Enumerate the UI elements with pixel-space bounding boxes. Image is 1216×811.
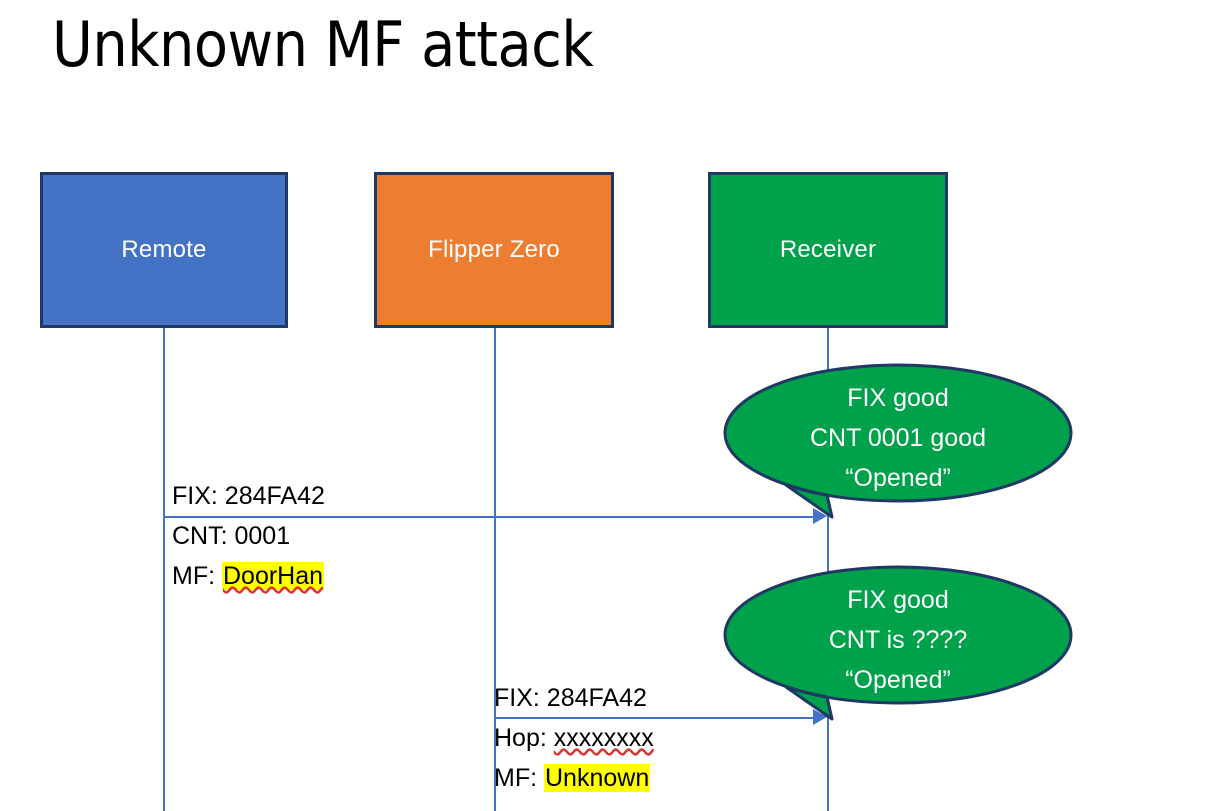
lifeline-receiver xyxy=(827,328,829,811)
message-label-flipper-to-receiver: FIX: 284FA42 Hop: xxxxxxxx MF: Unknown xyxy=(494,678,654,798)
actor-box-flipper-zero[interactable]: Flipper Zero xyxy=(374,172,614,328)
message-line: FIX: 284FA42 xyxy=(494,678,654,718)
callout-shape xyxy=(723,363,1073,519)
message-line-label: CNT: xyxy=(172,522,235,550)
message-line: CNT: 0001 xyxy=(172,516,325,556)
message-line-value: 0001 xyxy=(234,522,291,550)
lifeline-flipper-zero xyxy=(494,328,496,811)
message-line-value: 284FA42 xyxy=(546,684,647,712)
message-line: MF: DoorHan xyxy=(172,556,325,596)
message-line-value: 284FA42 xyxy=(224,482,325,510)
callout-shape xyxy=(723,565,1073,721)
callout-bubble-receiver-first[interactable]: FIX good CNT 0001 good “Opened” xyxy=(723,363,1073,519)
actor-box-remote[interactable]: Remote xyxy=(40,172,288,328)
message-line-value-misspelled: xxxxxxxx xyxy=(553,724,654,752)
message-arrow-remote-to-receiver xyxy=(163,516,817,518)
message-line-value-highlighted: Unknown xyxy=(544,764,651,792)
actor-label-remote: Remote xyxy=(121,236,207,263)
message-line-value-highlighted: DoorHan xyxy=(222,562,325,590)
lifeline-remote xyxy=(163,328,165,811)
message-line-label: MF: xyxy=(494,764,544,792)
callout-bubble-receiver-second[interactable]: FIX good CNT is ???? “Opened” xyxy=(723,565,1073,721)
actor-label-receiver: Receiver xyxy=(779,236,877,263)
message-arrow-flipper-to-receiver xyxy=(494,717,817,719)
actor-box-receiver[interactable]: Receiver xyxy=(708,172,948,328)
actor-label-flipper-zero: Flipper Zero xyxy=(428,236,560,263)
message-line-label: FIX: xyxy=(172,482,225,510)
message-line-label: MF: xyxy=(172,562,222,590)
message-line: MF: Unknown xyxy=(494,758,654,798)
message-label-remote-to-receiver: FIX: 284FA42 CNT: 0001 MF: DoorHan xyxy=(172,476,325,596)
page-title: Unknown MF attack xyxy=(52,8,594,81)
message-line: FIX: 284FA42 xyxy=(172,476,325,516)
message-line-label: Hop: xyxy=(494,724,554,752)
message-line: Hop: xxxxxxxx xyxy=(494,718,654,758)
message-line-label: FIX: xyxy=(494,684,547,712)
